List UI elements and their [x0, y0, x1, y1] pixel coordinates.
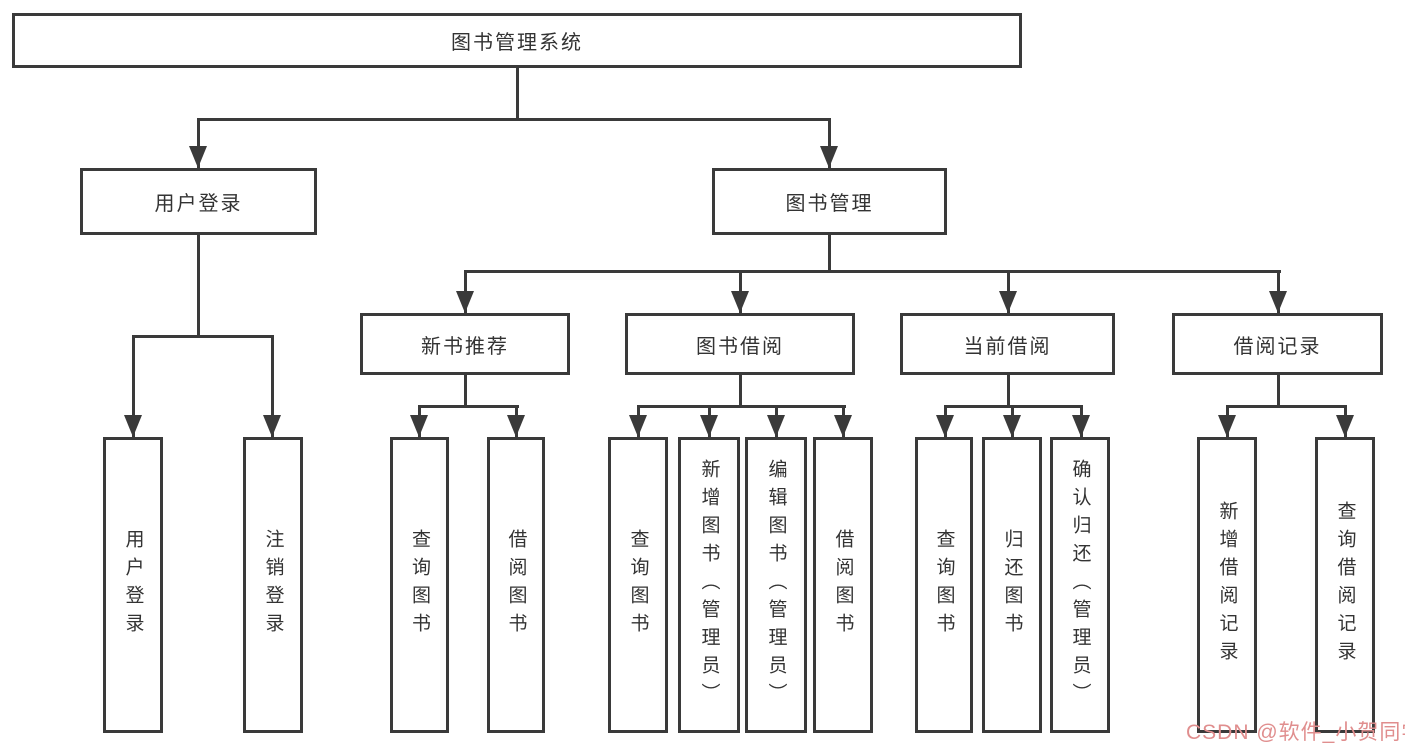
arrow-down-icon — [834, 415, 852, 437]
arrow-down-icon — [731, 291, 749, 313]
leaf-logout: 注销登录 — [243, 437, 303, 733]
connector-line — [197, 118, 831, 121]
connector-line — [516, 68, 519, 118]
node-current-borrowing-label: 当前借阅 — [963, 335, 1052, 358]
connector-line — [828, 118, 831, 168]
leaf-confirm-return-admin-label: 确认归还（管理员） — [1069, 459, 1091, 711]
leaf-logout-label: 注销登录 — [262, 529, 284, 641]
connector-line — [464, 270, 1281, 273]
node-user-login: 用户登录 — [80, 168, 317, 235]
arrow-down-icon — [410, 415, 428, 437]
connector-line — [132, 335, 274, 338]
node-borrowing-records-label: 借阅记录 — [1233, 335, 1322, 358]
connector-line — [271, 335, 274, 437]
node-borrowing-records: 借阅记录 — [1172, 313, 1383, 375]
arrow-down-icon — [999, 291, 1017, 313]
leaf-return-books: 归还图书 — [982, 437, 1042, 733]
arrow-down-icon — [456, 291, 474, 313]
leaf-user-login-label: 用户登录 — [122, 529, 144, 641]
leaf-borrowing-query-books-label: 查询图书 — [627, 529, 649, 641]
leaf-query-borrow-record-label: 查询借阅记录 — [1334, 501, 1356, 669]
connector-line — [418, 405, 519, 408]
arrow-down-icon — [507, 415, 525, 437]
arrow-down-icon — [189, 146, 207, 168]
leaf-recommend-query-books: 查询图书 — [390, 437, 449, 733]
leaf-add-borrow-record-label: 新增借阅记录 — [1216, 501, 1238, 669]
arrow-down-icon — [1269, 291, 1287, 313]
arrow-down-icon — [1336, 415, 1354, 437]
arrow-down-icon — [820, 146, 838, 168]
arrow-down-icon — [767, 415, 785, 437]
node-new-book-recommend-label: 新书推荐 — [421, 335, 509, 358]
leaf-recommend-borrow-books-label: 借阅图书 — [505, 529, 527, 641]
connector-line — [739, 375, 742, 405]
leaf-borrowing-query-books: 查询图书 — [608, 437, 668, 733]
connector-line — [1007, 375, 1010, 405]
node-book-management: 图书管理 — [712, 168, 947, 235]
node-current-borrowing: 当前借阅 — [900, 313, 1115, 375]
arrow-down-icon — [936, 415, 954, 437]
leaf-edit-books-admin-label: 编辑图书（管理员） — [765, 459, 787, 711]
connector-line — [828, 235, 831, 270]
node-book-borrowing: 图书借阅 — [625, 313, 855, 375]
leaf-add-borrow-record: 新增借阅记录 — [1197, 437, 1257, 733]
arrow-down-icon — [1072, 415, 1090, 437]
leaf-add-books-admin-label: 新增图书（管理员） — [698, 459, 720, 711]
arrow-down-icon — [1218, 415, 1236, 437]
leaf-current-query-books: 查询图书 — [915, 437, 973, 733]
connector-line — [1277, 375, 1280, 405]
connector-line — [464, 375, 467, 405]
arrow-down-icon — [629, 415, 647, 437]
node-library-system-label: 图书管理系统 — [451, 32, 583, 54]
node-user-login-label: 用户登录 — [154, 193, 243, 215]
leaf-borrowing-borrow-books: 借阅图书 — [813, 437, 873, 733]
node-book-management-label: 图书管理 — [785, 193, 874, 215]
leaf-confirm-return-admin: 确认归还（管理员） — [1050, 437, 1110, 733]
leaf-user-login: 用户登录 — [103, 437, 163, 733]
leaf-edit-books-admin: 编辑图书（管理员） — [745, 437, 807, 733]
connector-line — [132, 335, 135, 437]
arrow-down-icon — [263, 415, 281, 437]
arrow-down-icon — [700, 415, 718, 437]
leaf-add-books-admin: 新增图书（管理员） — [678, 437, 740, 733]
leaf-recommend-query-books-label: 查询图书 — [409, 529, 430, 641]
connector-line — [637, 405, 846, 408]
leaf-return-books-label: 归还图书 — [1001, 529, 1023, 641]
leaf-borrowing-borrow-books-label: 借阅图书 — [832, 529, 854, 641]
node-new-book-recommend: 新书推荐 — [360, 313, 570, 375]
connector-line — [197, 118, 200, 168]
watermark: CSDN @软件_小贺同学 — [1186, 721, 1405, 744]
arrow-down-icon — [124, 415, 142, 437]
node-book-borrowing-label: 图书借阅 — [696, 335, 784, 358]
leaf-query-borrow-record: 查询借阅记录 — [1315, 437, 1375, 733]
arrow-down-icon — [1003, 415, 1021, 437]
connector-line — [1226, 405, 1347, 408]
leaf-recommend-borrow-books: 借阅图书 — [487, 437, 545, 733]
leaf-current-query-books-label: 查询图书 — [933, 529, 955, 641]
connector-line — [197, 235, 200, 335]
node-library-system: 图书管理系统 — [12, 13, 1022, 68]
